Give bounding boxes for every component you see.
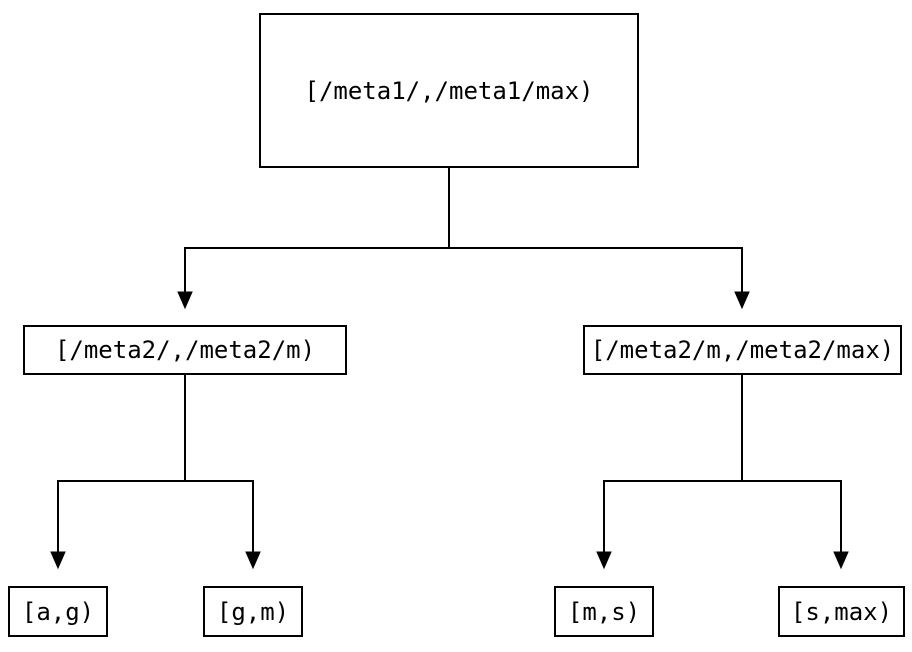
node-leaf-ag-label: [a,g) bbox=[21, 597, 95, 626]
node-root-label: [/meta1/,/meta1/max) bbox=[304, 76, 594, 105]
arrowhead-right-child-icon bbox=[734, 291, 750, 310]
arrowhead-leaf-ms-icon bbox=[596, 551, 612, 570]
node-left-child-label: [/meta2/,/meta2/m) bbox=[54, 336, 316, 364]
node-right-child-label: [/meta2/m,/meta2/max) bbox=[590, 336, 895, 364]
arrowhead-leaf-smax-icon bbox=[833, 551, 849, 570]
node-leaf-ms-label: [m,s) bbox=[567, 597, 641, 626]
arrowhead-leaf-ag-icon bbox=[50, 551, 66, 570]
node-leaf-smax-label: [s,max) bbox=[790, 597, 893, 626]
node-leaf-ag: [a,g) bbox=[8, 586, 108, 637]
node-left-child: [/meta2/,/meta2/m) bbox=[23, 325, 347, 375]
node-leaf-gm-label: [g,m) bbox=[216, 597, 290, 626]
arrowhead-left-child-icon bbox=[177, 291, 193, 310]
node-root: [/meta1/,/meta1/max) bbox=[259, 13, 639, 168]
node-leaf-smax: [s,max) bbox=[778, 586, 905, 637]
node-right-child: [/meta2/m,/meta2/max) bbox=[583, 325, 902, 375]
node-leaf-ms: [m,s) bbox=[554, 586, 654, 637]
node-leaf-gm: [g,m) bbox=[203, 586, 303, 637]
arrowhead-leaf-gm-icon bbox=[245, 551, 261, 570]
